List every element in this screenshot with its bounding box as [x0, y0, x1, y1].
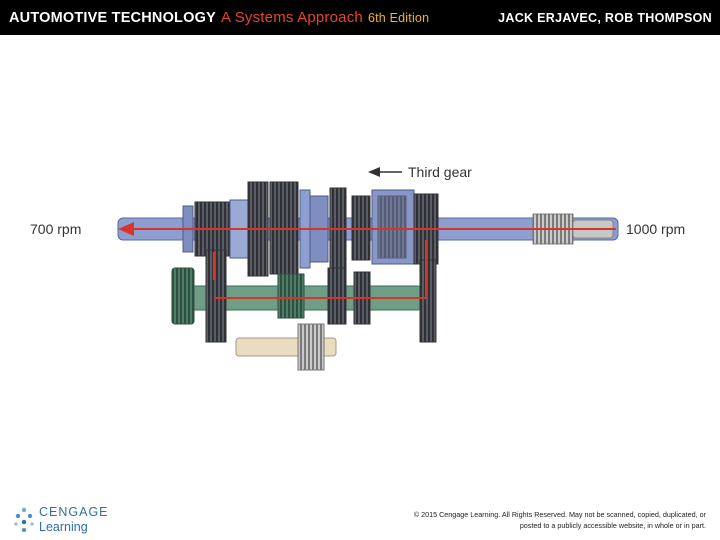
title-subtitle: A Systems Approach: [220, 9, 363, 26]
reverse-idler: [235, 323, 337, 371]
title-main: AUTOMOTIVE TECHNOLOGY: [9, 10, 216, 26]
logo-text-cengage: CENGAGE: [39, 505, 109, 519]
cengage-logo: CENGAGE Learning: [12, 504, 122, 536]
logo-text-learning: Learning: [39, 520, 88, 534]
copyright-notice: © 2015 Cengage Learning. All Rights Rese…: [413, 510, 706, 530]
input-speed-label: 1000 rpm: [626, 221, 686, 237]
third-gear-pointer: [368, 167, 402, 177]
cengage-logo-icon: [14, 507, 34, 532]
third-gear-label: Third gear: [408, 164, 472, 180]
output-speed-label: 700 rpm: [30, 221, 82, 237]
title-edition: 6th Edition: [367, 11, 430, 25]
authors: JACK ERJAVEC, ROB THOMPSON: [498, 11, 712, 25]
power-flow-line: [118, 222, 616, 299]
